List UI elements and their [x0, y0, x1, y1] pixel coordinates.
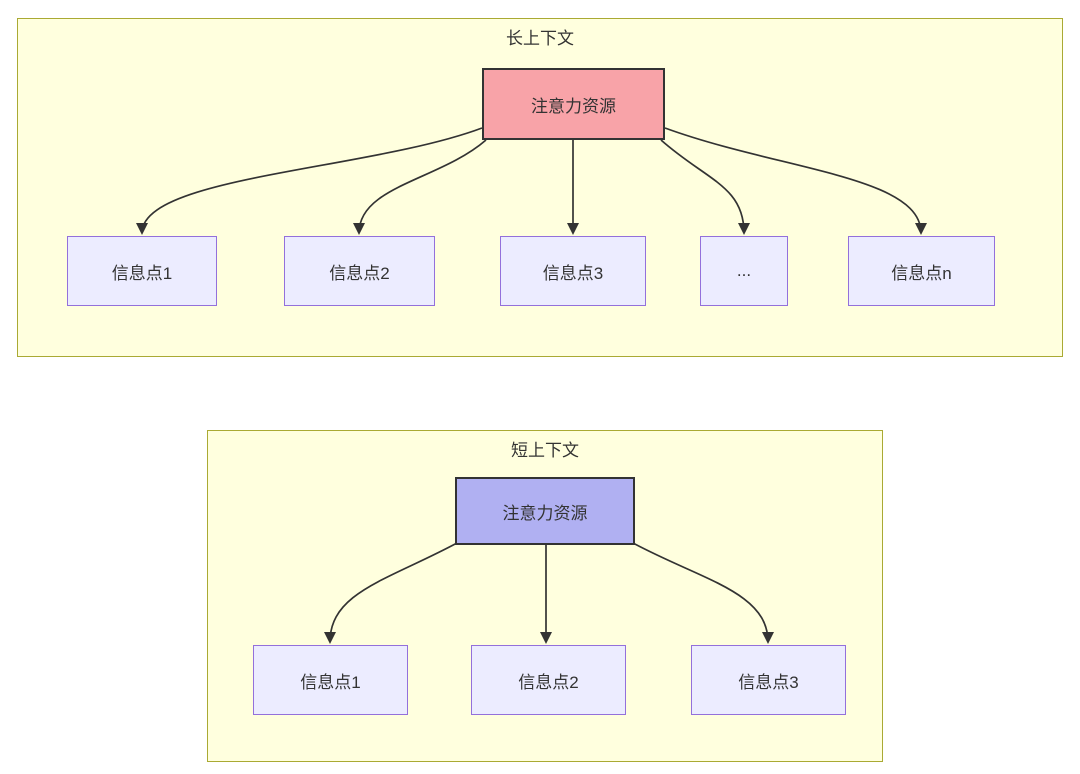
node-info-long-ellipsis: ...	[700, 236, 788, 306]
node-info-long-1: 信息点1	[67, 236, 217, 306]
node-info-long-n: 信息点n	[848, 236, 995, 306]
node-info-long-2: 信息点2	[284, 236, 435, 306]
node-info-short-3: 信息点3	[691, 645, 846, 715]
cluster-short-title: 短上下文	[511, 441, 579, 460]
node-attention-short: 注意力资源	[455, 477, 635, 545]
node-info-long-3: 信息点3	[500, 236, 646, 306]
node-info-short-2: 信息点2	[471, 645, 626, 715]
node-attention-long: 注意力资源	[482, 68, 665, 140]
node-info-short-1: 信息点1	[253, 645, 408, 715]
cluster-long-title: 长上下文	[506, 29, 574, 48]
